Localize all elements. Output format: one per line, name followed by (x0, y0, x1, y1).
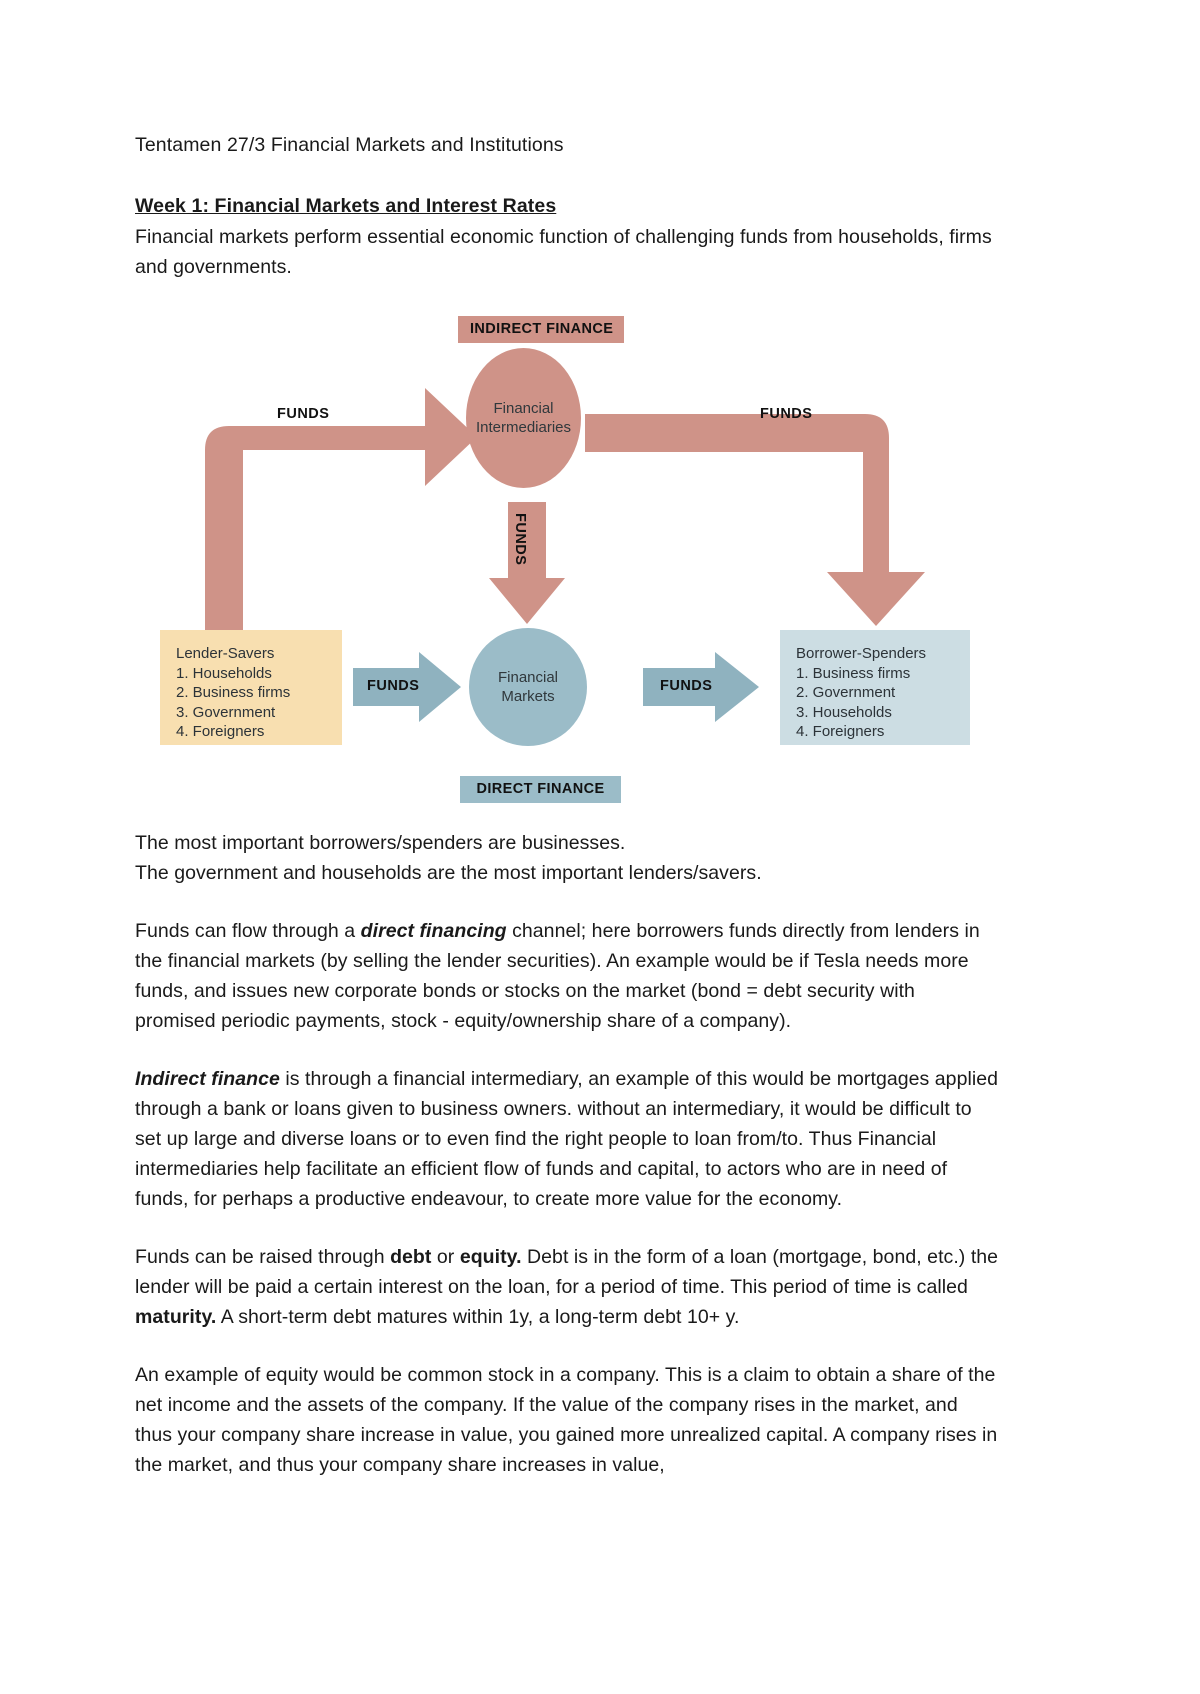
borrower-spenders-item-2: 2. Government (796, 684, 896, 701)
paragraph-equity-example: An example of equity would be common sto… (135, 1364, 998, 1476)
arrow-lender-to-intermediaries (205, 388, 477, 640)
section-heading: Week 1: Financial Markets and Interest R… (135, 195, 557, 217)
diagram-arrows (205, 388, 925, 722)
debt-equity-mid-2: Debt is in the form of a loan (mortgage,… (135, 1246, 999, 1298)
direct-finance-label: DIRECT FINANCE (460, 776, 621, 803)
borrower-spenders-box: Borrower-Spenders 1. Business firms 2. G… (780, 630, 970, 745)
borrower-spenders-item-1: 1. Business firms (796, 664, 911, 682)
lender-savers-item-4: 4. Foreigners (176, 723, 265, 740)
direct-financing-pre: Funds can flow through a (135, 920, 361, 942)
note-line-1: The most important borrowers/spenders ar… (135, 832, 626, 854)
financial-intermediaries-line-2: Intermediaries (475, 419, 572, 436)
flow-of-funds-diagram: INDIRECT FINANCE Financial Intermediarie… (125, 310, 991, 810)
lender-savers-item-3: 3. Government (176, 703, 276, 721)
financial-markets-line-1: Financial (497, 669, 559, 686)
funds-label-intermediaries-to-borrower: FUNDS (760, 406, 813, 422)
arrow-intermediaries-to-borrower (585, 414, 925, 626)
document-title: Tentamen 27/3 Financial Markets and Inst… (135, 134, 564, 156)
funds-label-intermediaries-to-markets: FUNDS (512, 513, 528, 566)
direct-financing-emphasis: direct financing (360, 920, 507, 942)
debt-equity-mid-1: or (431, 1246, 460, 1268)
funds-label-markets-to-borrower: FUNDS (660, 678, 713, 694)
indirect-finance-label: INDIRECT FINANCE (458, 316, 624, 343)
funds-label-lender-to-intermediaries: FUNDS (277, 406, 330, 422)
maturity-emphasis: maturity. (135, 1306, 217, 1328)
paragraph-direct-financing: Funds can flow through a direct financin… (135, 916, 1000, 1036)
lead-paragraph: Financial markets perform essential econ… (135, 226, 992, 278)
indirect-finance-post: is through a financial intermediary, an … (135, 1068, 999, 1210)
lender-savers-heading: Lender-Savers (176, 645, 275, 662)
lender-savers-item-1: 1. Households (176, 664, 272, 682)
arrow-lender-to-markets (353, 652, 461, 722)
lender-savers-box: Lender-Savers 1. Households 2. Business … (160, 630, 342, 745)
borrower-spenders-item-4: 4. Foreigners (796, 723, 885, 740)
debt-equity-post: A short-term debt matures within 1y, a l… (216, 1306, 740, 1328)
funds-label-lender-to-markets: FUNDS (367, 678, 420, 694)
borrower-spenders-heading: Borrower-Spenders (796, 645, 927, 662)
financial-intermediaries-line-1: Financial (493, 400, 554, 417)
paragraph-indirect-finance: Indirect finance is through a financial … (135, 1064, 1000, 1214)
indirect-finance-emphasis: Indirect finance (135, 1068, 280, 1090)
lender-savers-item-2: 2. Business firms (176, 684, 291, 701)
debt-emphasis: debt (390, 1246, 432, 1268)
borrower-spenders-item-3: 3. Households (796, 703, 892, 721)
financial-markets-node: Financial Markets (469, 628, 587, 746)
arrow-intermediaries-to-markets (489, 502, 565, 624)
equity-emphasis: equity. (459, 1246, 522, 1268)
direct-financing-post: channel; here borrowers funds directly f… (135, 920, 980, 1032)
debt-equity-pre: Funds can be raised through (135, 1246, 391, 1268)
arrow-markets-to-borrower (643, 652, 759, 722)
financial-markets-line-2: Markets (501, 688, 555, 705)
paragraph-debt-equity: Funds can be raised through debt or equi… (135, 1242, 1000, 1332)
note-line-2: The government and households are the mo… (135, 862, 762, 884)
financial-intermediaries-node: Financial Intermediaries (466, 348, 581, 488)
